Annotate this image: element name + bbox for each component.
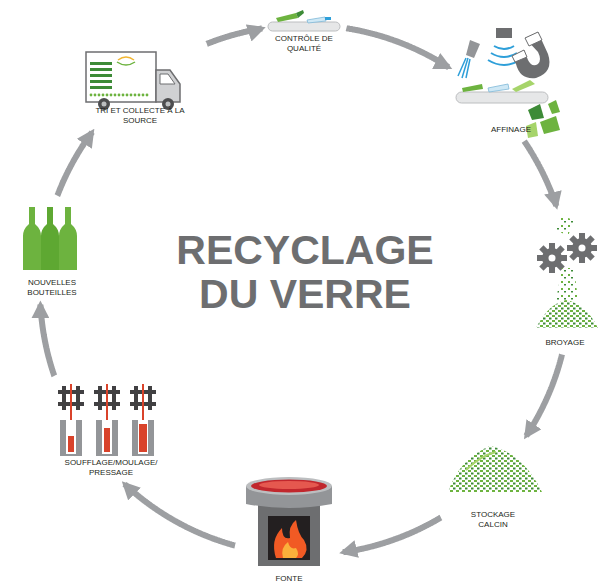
stage-label: AFFINAGE [461, 125, 561, 135]
stage-label: CONTRÔLE DE QUALITÉ [271, 34, 337, 54]
cycle-arrow [526, 354, 562, 436]
crusher-icon [536, 216, 598, 328]
stage-node: SOUFFLAGE/MOULAGE/ PRESSAGE [52, 382, 170, 478]
truck-icon [86, 52, 180, 110]
stage-node: TRI ET COLLECTE À LA SOURCE [75, 50, 205, 126]
stage-node: FONTE [241, 472, 337, 584]
cycle-arrow [57, 132, 92, 196]
conveyor-icon [268, 10, 340, 31]
stage-label: SOUFFLAGE/MOULAGE/ PRESSAGE [55, 458, 167, 478]
stage-label: FONTE [244, 574, 334, 584]
cycle-arrow [207, 29, 262, 44]
bottles-icon [23, 207, 77, 270]
stage-node: NOUVELLES BOUTEILLES [16, 202, 88, 298]
molds-icon [58, 384, 156, 456]
stage-label: BROYAGE [532, 338, 598, 348]
cullet-pile-icon [448, 446, 542, 492]
refining-icon [456, 28, 560, 138]
stage-node: AFFINAGE [455, 25, 567, 135]
cycle-arrow [524, 141, 556, 206]
cycle-arrow [125, 484, 235, 545]
cycle-arrow [346, 28, 448, 67]
stage-node: CONTRÔLE DE QUALITÉ [268, 8, 340, 54]
stage-node: STOCKAGE CALCIN [447, 442, 539, 530]
diagram-title: RECYCLAGE DU VERRE [165, 228, 445, 317]
stage-node: BROYAGE [529, 212, 601, 348]
stage-label: TRI ET COLLECTE À LA SOURCE [78, 106, 202, 126]
stage-label: NOUVELLES BOUTEILLES [20, 278, 84, 298]
furnace-icon [246, 477, 332, 566]
cycle-arrow [343, 518, 441, 553]
cycle-arrow [40, 304, 54, 375]
stage-label: STOCKAGE CALCIN [465, 510, 521, 530]
